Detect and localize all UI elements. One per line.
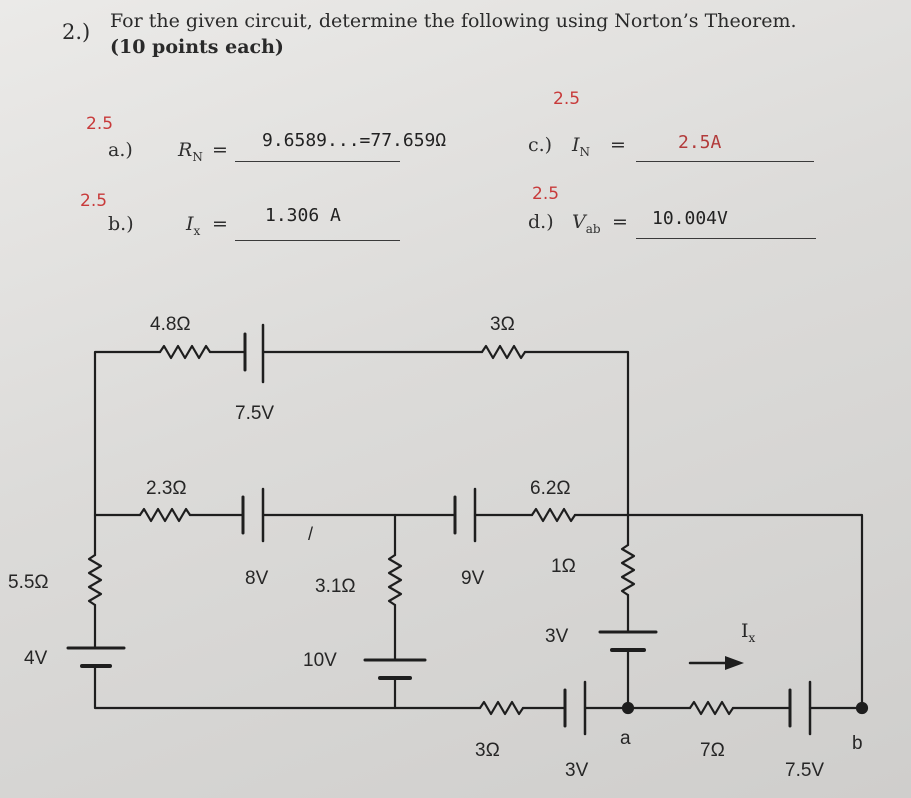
label-r-center: 3.1Ω (315, 576, 356, 597)
score-a: 2.5 (86, 114, 114, 134)
label-v-center: 10V (303, 650, 337, 671)
label-v-top: 7.5V (235, 403, 275, 424)
problem-points: (10 points each) (110, 36, 284, 58)
answer-c-line (636, 161, 814, 162)
resistor-3-ohm-bottom (478, 700, 525, 716)
label-r-top-left: 4.8Ω (150, 314, 191, 335)
answer-b: 1.306 A (265, 205, 341, 226)
node-b-dot (855, 701, 869, 715)
resistor-3-ohm-top (480, 344, 527, 360)
answer-d: 10.004V (652, 208, 728, 229)
label-v-mid-left: 8V (245, 568, 269, 589)
label-r-bottom: 3Ω (475, 740, 500, 761)
question-a-label: a.) (108, 139, 133, 161)
problem-text: For the given circuit, determine the fol… (110, 10, 797, 32)
question-b-label: b.) (108, 213, 134, 235)
question-a-eq: = (212, 139, 228, 161)
resistor-4-8-ohm (158, 344, 212, 360)
answer-b-line (235, 240, 400, 241)
label-current: Ix (741, 620, 756, 645)
label-r-left: 5.5Ω (8, 572, 49, 593)
battery-3v-vertical (598, 630, 658, 652)
label-v-right-vertical: 3V (545, 626, 569, 647)
resistor-3-1-ohm (387, 553, 403, 607)
label-v-b: 7.5V (785, 760, 825, 781)
label-v-mid-right: 9V (461, 568, 485, 589)
score-b: 2.5 (80, 191, 108, 211)
answer-a: 9.6589...=77.659Ω (262, 130, 447, 151)
resistor-1-ohm (620, 543, 636, 597)
question-b-var: Ix (186, 213, 201, 238)
resistor-2-3-ohm (138, 507, 192, 523)
label-r-mid-left: 2.3Ω (146, 478, 187, 499)
question-a-var: RN (178, 139, 203, 164)
problem-number: 2.) (62, 20, 91, 44)
label-node-b: b (852, 733, 863, 754)
wire-top-left (93, 350, 162, 557)
label-v-bottom: 3V (565, 760, 589, 781)
resistor-6-2-ohm (530, 507, 577, 523)
answer-d-line (636, 238, 816, 239)
resistor-5-5-ohm (87, 553, 103, 607)
answer-c: 2.5A (678, 132, 722, 153)
label-v-left: 4V (24, 648, 48, 669)
battery-7-5v-top (243, 323, 265, 384)
wire-top-right (523, 350, 630, 517)
label-node-a: a (620, 728, 631, 749)
battery-4v (66, 646, 126, 668)
battery-10v (363, 658, 427, 680)
question-c-label: c.) (528, 134, 553, 156)
wire-left-bottom (93, 664, 482, 710)
label-r-top-right: 3Ω (490, 314, 515, 335)
node-a-dot (621, 701, 635, 715)
question-d-eq: = (612, 211, 628, 233)
label-r-mid-right: 6.2Ω (530, 478, 571, 499)
label-r-right-vertical: 1Ω (551, 556, 576, 577)
current-arrow-head (725, 656, 744, 670)
question-d-label: d.) (528, 211, 554, 233)
battery-3v-bottom (563, 680, 587, 736)
resistor-7-ohm (688, 700, 735, 716)
battery-8v (241, 487, 265, 543)
answer-a-line (235, 161, 400, 162)
battery-9v (453, 487, 477, 543)
question-c-var: IN (572, 134, 591, 159)
label-r-ab: 7Ω (700, 740, 725, 761)
score-c: 2.5 (553, 89, 581, 109)
question-b-eq: = (212, 213, 228, 235)
question-c-eq: = (610, 134, 626, 156)
score-d: 2.5 (532, 184, 560, 204)
battery-7-5v-bottom (788, 680, 812, 736)
pen-mark: / (308, 524, 314, 544)
question-d-var: Vab (572, 211, 601, 236)
wire-mid-right (573, 513, 864, 710)
